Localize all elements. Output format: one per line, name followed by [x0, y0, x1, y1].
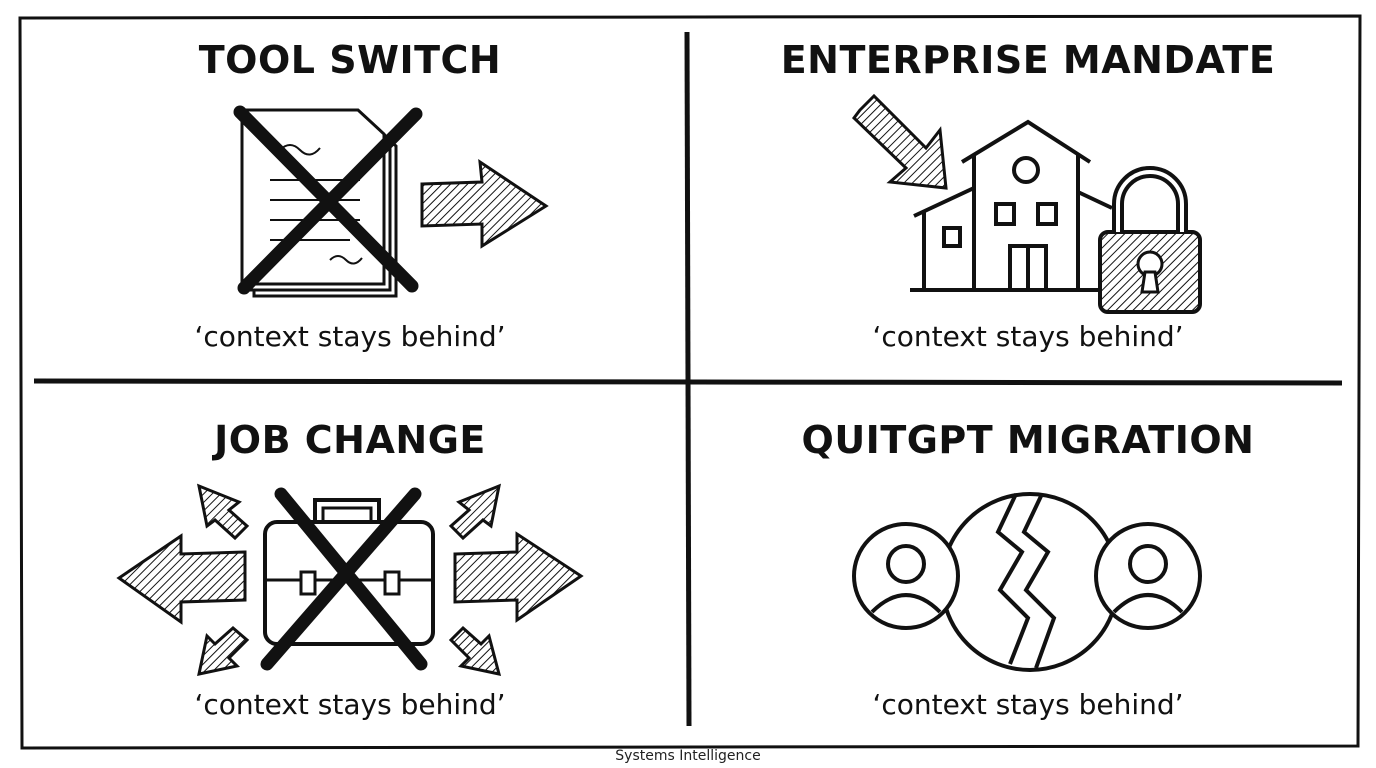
building-with-lock-icon: [852, 93, 1202, 314]
panel-caption-job-change: ‘context stays behind’: [194, 688, 506, 721]
panel-title-enterprise-mandate: ENTERPRISE MANDATE: [780, 38, 1276, 82]
panel-title-quitgpt-migration: QUITGPT MIGRATION: [801, 418, 1255, 462]
footer-credit: Systems Intelligence: [615, 748, 761, 764]
broken-connection-people-icon: [852, 492, 1202, 672]
panel-caption-quitgpt-migration: ‘context stays behind’: [872, 688, 1184, 721]
crossed-document-with-arrow-icon: [233, 105, 549, 298]
panel-caption-tool-switch: ‘context stays behind’: [194, 320, 506, 353]
panel-caption-enterprise-mandate: ‘context stays behind’: [872, 320, 1184, 353]
panel-title-tool-switch: TOOL SWITCH: [198, 38, 502, 82]
panel-title-job-change: JOB CHANGE: [214, 418, 486, 462]
crossed-briefcase-with-arrows-icon: [116, 483, 584, 676]
